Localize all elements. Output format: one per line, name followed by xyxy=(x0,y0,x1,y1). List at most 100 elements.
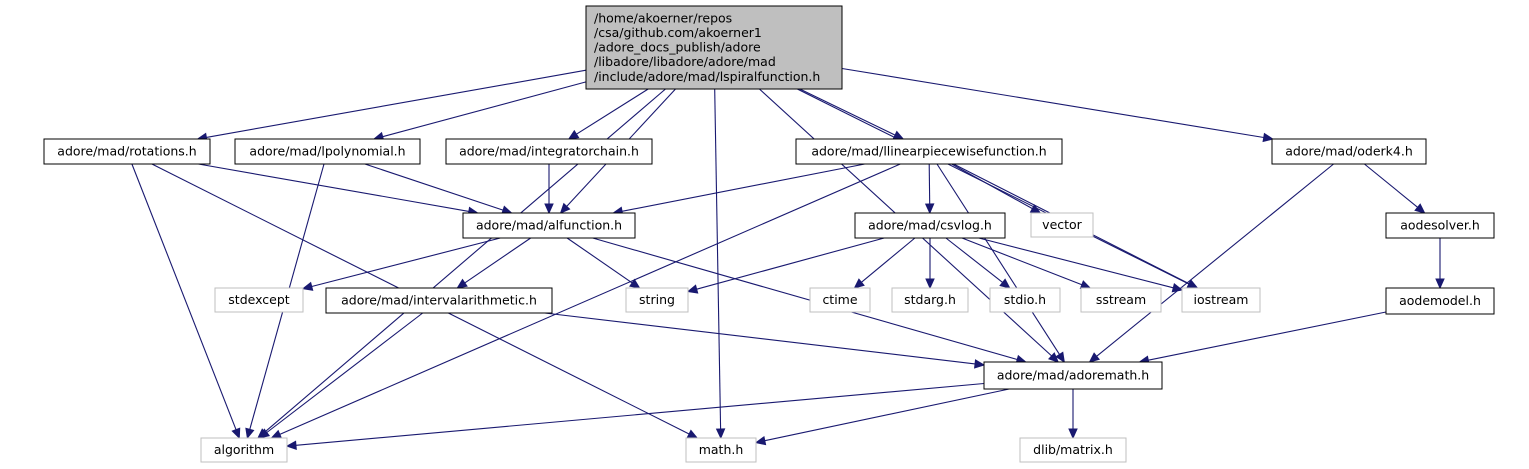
edge-root-to-integratorchain xyxy=(567,88,649,140)
node-label: adore/mad/csvlog.h xyxy=(868,218,992,233)
node-rotations[interactable]: adore/mad/rotations.h xyxy=(43,138,211,165)
node-label: math.h xyxy=(699,442,744,457)
arrowhead-icon xyxy=(1079,280,1092,290)
node-label: dlib/matrix.h xyxy=(1033,442,1113,457)
node-aodemodel[interactable]: aodemodel.h xyxy=(1385,287,1495,315)
edge-line xyxy=(799,88,896,136)
arrowhead-icon xyxy=(231,427,241,440)
arrowhead-icon xyxy=(1055,351,1065,364)
node-box xyxy=(1181,287,1261,313)
arrowhead-icon xyxy=(258,428,271,439)
arrowhead-icon xyxy=(754,435,767,446)
edge-line xyxy=(311,237,501,288)
edge-line xyxy=(566,237,633,284)
node-box xyxy=(989,287,1061,313)
node-intervalarith[interactable]: adore/mad/intervalarithmetic.h xyxy=(325,287,553,314)
node-llinear[interactable]: adore/mad/llinearpiecewisefunction.h xyxy=(795,138,1063,165)
arrowhead-icon xyxy=(1171,283,1184,293)
edge-root-to-lpolynomial xyxy=(372,81,587,142)
node-oderk4[interactable]: adore/mad/oderk4.h xyxy=(1271,138,1427,165)
arrowhead-icon xyxy=(1048,352,1060,363)
node-stdexcept: stdexcept xyxy=(214,287,304,313)
node-integratorchain[interactable]: adore/mad/integratorchain.h xyxy=(445,138,653,165)
node-label: stdarg.h xyxy=(904,292,956,307)
edge-root-to-llinear xyxy=(799,88,905,140)
node-box xyxy=(585,5,843,90)
node-csvlog[interactable]: adore/mad/csvlog.h xyxy=(854,212,1006,239)
edge-intervalarith-to-algorithm xyxy=(258,312,424,439)
node-label: aodemodel.h xyxy=(1399,293,1481,308)
edge-line xyxy=(621,163,865,212)
edge-rotations-to-algorithm xyxy=(131,163,241,440)
node-box xyxy=(234,138,421,165)
node-aodesolver[interactable]: aodesolver.h xyxy=(1385,212,1495,239)
edge-line xyxy=(266,312,424,433)
arrowhead-icon xyxy=(1262,132,1274,143)
node-lpolynomial[interactable]: adore/mad/lpolynomial.h xyxy=(234,138,421,165)
arrowhead-icon xyxy=(925,278,935,290)
edge-root-to-math xyxy=(714,88,726,440)
edge-line xyxy=(1364,163,1418,208)
node-stdio: stdio.h xyxy=(989,287,1061,313)
edge-alfunction-to-intervalarith xyxy=(456,237,532,289)
node-label: algorithm xyxy=(214,442,274,457)
arrowhead-icon xyxy=(1068,428,1078,440)
node-box xyxy=(1271,138,1427,165)
node-label: stdexcept xyxy=(228,292,289,307)
edge-llinear-to-csvlog xyxy=(924,163,935,215)
node-label: adore/mad/alfunction.h xyxy=(476,218,622,233)
node-label: adore/mad/adoremath.h xyxy=(997,368,1149,383)
arrowhead-icon xyxy=(974,359,986,369)
edge-line xyxy=(364,163,504,211)
arrowhead-icon xyxy=(567,129,580,140)
node-box xyxy=(854,212,1006,239)
arrowhead-icon xyxy=(559,202,571,214)
node-label: ctime xyxy=(822,292,857,307)
node-box xyxy=(214,287,304,313)
edge-csvlog-to-iostream xyxy=(978,237,1184,293)
node-stdarg: stdarg.h xyxy=(891,287,969,313)
edge-line xyxy=(382,81,587,138)
node-box xyxy=(462,212,636,239)
arrowhead-icon xyxy=(544,203,554,215)
arrowhead-icon xyxy=(686,284,699,294)
node-label: /adore_docs_publish/adore xyxy=(594,40,761,55)
edge-line xyxy=(464,237,532,284)
edge-line xyxy=(696,237,885,290)
node-alfunction[interactable]: adore/mad/alfunction.h xyxy=(462,212,636,239)
node-box xyxy=(983,361,1163,390)
edge-line xyxy=(928,163,931,205)
arrowhead-icon xyxy=(924,203,935,215)
edge-line xyxy=(131,163,237,430)
node-vector: vector xyxy=(1030,212,1094,238)
arrowhead-icon xyxy=(1435,278,1445,290)
edge-line xyxy=(764,388,1010,442)
node-box xyxy=(1019,437,1127,463)
node-label: stdio.h xyxy=(1004,292,1046,307)
edge-csvlog-to-string xyxy=(686,237,885,294)
node-label: /include/adore/mad/lspiralfunction.h xyxy=(594,69,820,84)
node-box xyxy=(325,287,553,314)
node-iostream: iostream xyxy=(1181,287,1261,313)
node-box xyxy=(809,287,871,313)
node-label: aodesolver.h xyxy=(1400,218,1480,233)
arrowhead-icon xyxy=(853,278,865,289)
edge-line xyxy=(295,382,985,446)
node-box xyxy=(891,287,969,313)
node-label: sstream xyxy=(1096,292,1146,307)
node-label: adore/mad/oderk4.h xyxy=(1285,144,1413,159)
edge-line xyxy=(1148,311,1387,361)
edge-adoremath-to-algorithm xyxy=(285,382,985,451)
edge-line xyxy=(592,237,1018,361)
edge-line xyxy=(198,163,469,212)
node-adoremath[interactable]: adore/mad/adoremath.h xyxy=(983,361,1163,390)
node-box xyxy=(43,138,211,165)
edge-intervalarith-to-adoremath xyxy=(544,312,986,369)
edge-llinear-to-alfunction xyxy=(611,163,865,216)
node-ctime: ctime xyxy=(809,287,871,313)
node-box xyxy=(625,287,689,313)
edge-llinear-to-adoremath xyxy=(936,163,1065,364)
edge-line xyxy=(961,237,1083,286)
arrowhead-icon xyxy=(1088,352,1100,363)
